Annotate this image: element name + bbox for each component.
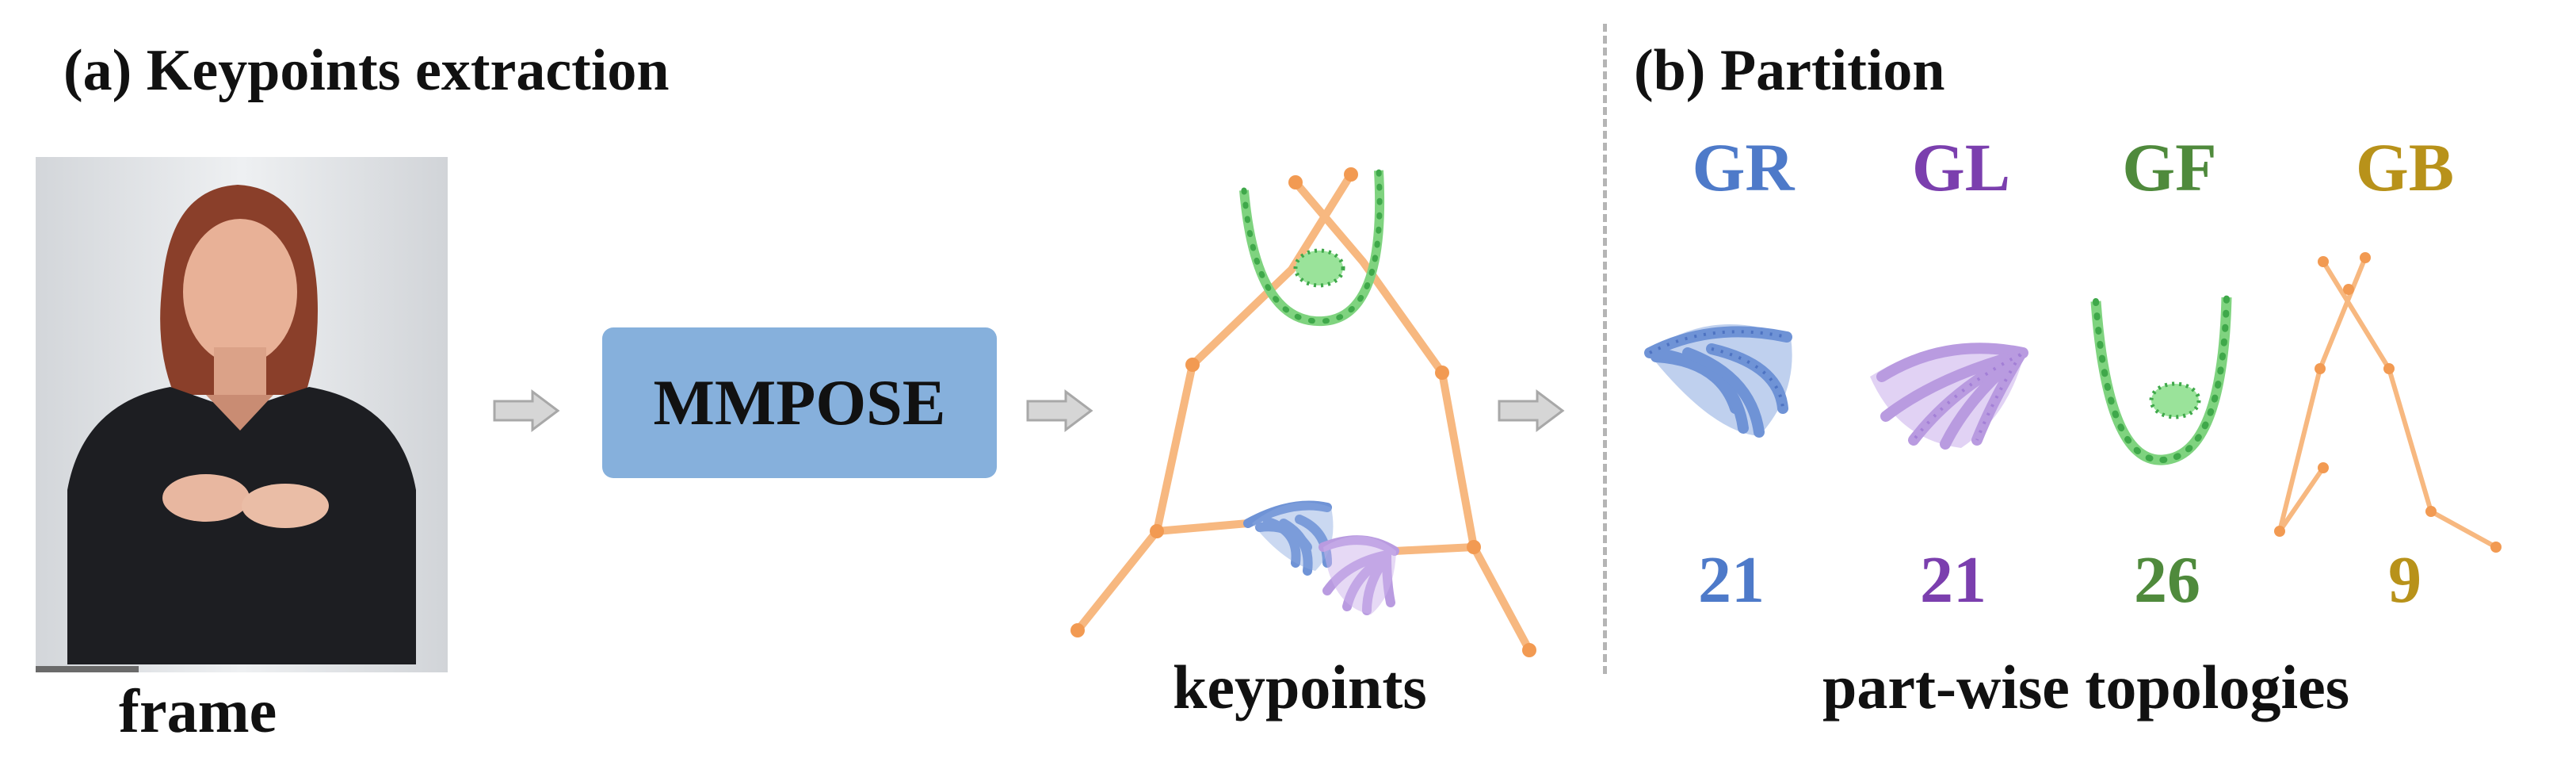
keypoints-label: keypoints	[1173, 653, 1427, 722]
group-label-gr: GR	[1692, 129, 1795, 205]
panel-a-title: (a) Keypoints extraction	[63, 38, 670, 103]
left-hand-topology	[1870, 343, 2028, 450]
right-hand-topology	[1644, 324, 1792, 438]
keypoints-skeleton	[1070, 167, 1536, 657]
frame-label: frame	[119, 676, 277, 745]
group-label-gb: GB	[2355, 129, 2455, 205]
arrow-right-icon	[1026, 389, 1093, 432]
mmpose-label: MMPOSE	[653, 366, 946, 438]
group-count-gr: 21	[1698, 543, 1765, 617]
body-topology	[2274, 252, 2502, 553]
group-label-gl: GL	[1911, 129, 2011, 205]
arrow-right-icon	[1498, 389, 1565, 432]
group-count-gf: 26	[2134, 543, 2200, 617]
signer-frame-image	[36, 157, 448, 672]
panel-divider	[1603, 24, 1607, 674]
panel-b-title: (b) Partition	[1634, 38, 1945, 103]
arrow-right-icon	[493, 389, 560, 432]
group-count-gl: 21	[1920, 543, 1986, 617]
group-label-gf: GF	[2122, 129, 2217, 205]
mmpose-model-box: MMPOSE	[602, 327, 997, 478]
partition-caption: part-wise topologies	[1822, 653, 2350, 722]
group-count-gb: 9	[2388, 543, 2421, 617]
face-topology	[2090, 294, 2232, 465]
